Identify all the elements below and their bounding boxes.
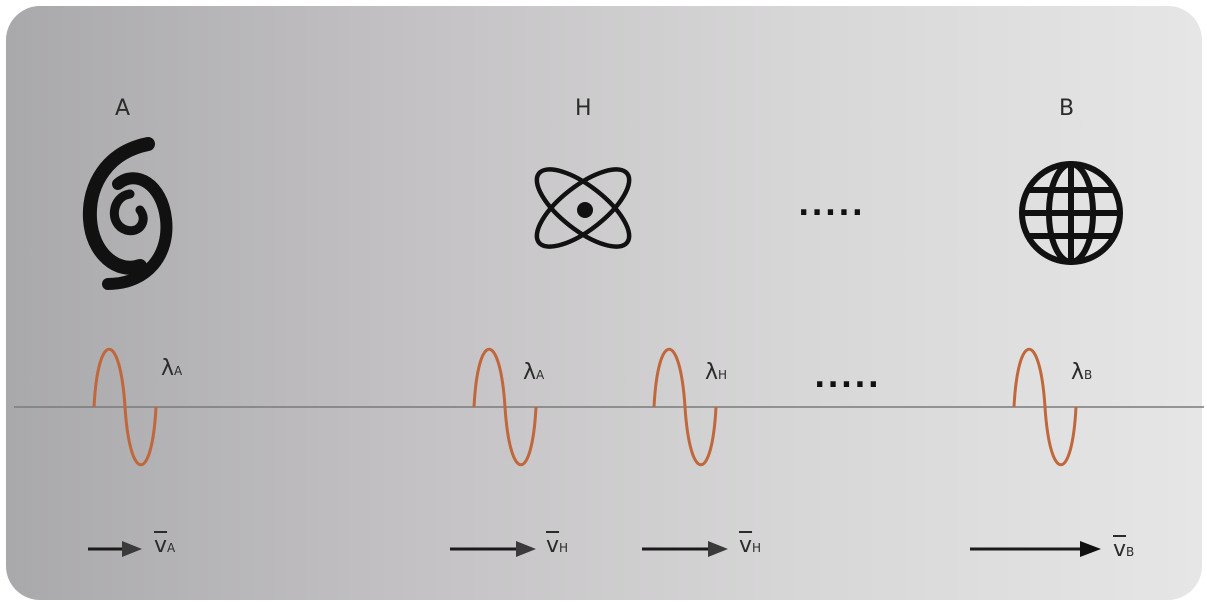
wavelength-label-a: λA [161,356,183,381]
ellipsis-top: ..... [798,188,865,223]
atom-icon [534,167,632,249]
wave-h1 [472,347,538,467]
wavelength-label-b: λB [1071,360,1093,385]
object-label-b: B [1059,96,1075,121]
velocity-label-h1: vH [546,533,569,558]
arrow-h1 [450,541,536,557]
object-label-h: H [575,96,592,121]
arrow-a [88,541,142,557]
galaxy-icon [82,137,173,290]
object-label-a: A [115,96,131,121]
wavelength-label-h: λH [705,360,728,385]
ellipsis-waves: ..... [814,360,881,395]
arrow-h2 [642,541,728,557]
velocity-label-b: vB [1113,537,1135,562]
globe-icon [1019,161,1123,265]
arrow-b [970,541,1101,557]
wave-h2 [652,347,718,467]
wave-a [92,347,158,467]
wave-b [1012,347,1078,467]
diagram-panel [6,6,1202,600]
velocity-label-a: vA [154,533,176,558]
velocity-label-h2: vH [739,533,762,558]
wavelength-label-a2: λA [523,360,545,385]
